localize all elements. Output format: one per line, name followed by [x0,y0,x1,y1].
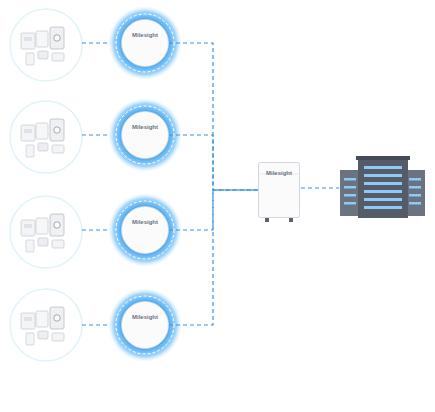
sensor-disk [122,112,169,159]
ceiling-sensor: Milesight [121,301,169,349]
ceiling-sensor: Milesight [121,19,169,67]
sensor-disk [122,207,169,254]
logo-text: Milesight [132,219,158,226]
dashed-connector [169,43,258,190]
sensor-outline [121,206,169,254]
logo-text: Milesight [266,170,292,177]
sensor-outline [121,19,169,67]
sensor-disk [122,302,169,349]
gateway-antenna [265,218,293,222]
ceiling-sensor: Milesight [121,206,169,254]
logo-text: Milesight [132,124,158,131]
logo-text: Milesight [132,314,158,321]
sensor-cluster [10,9,82,81]
logo-text: Milesight [132,32,158,39]
dashed-connector [169,135,258,190]
sensor-outline [121,301,169,349]
dashed-connector [169,190,258,325]
gateway-body [259,163,300,218]
sensor-disk [122,20,169,67]
sensor-outline [121,111,169,159]
server-stack [340,156,425,218]
ceiling-sensor: Milesight [121,111,169,159]
dashed-connector [169,190,258,230]
gateway-box: Milesight [258,162,300,218]
dashed-link [82,43,339,325]
sensor-cluster [10,289,82,361]
sensor-cluster [10,196,82,268]
sensor-cluster [10,101,82,173]
